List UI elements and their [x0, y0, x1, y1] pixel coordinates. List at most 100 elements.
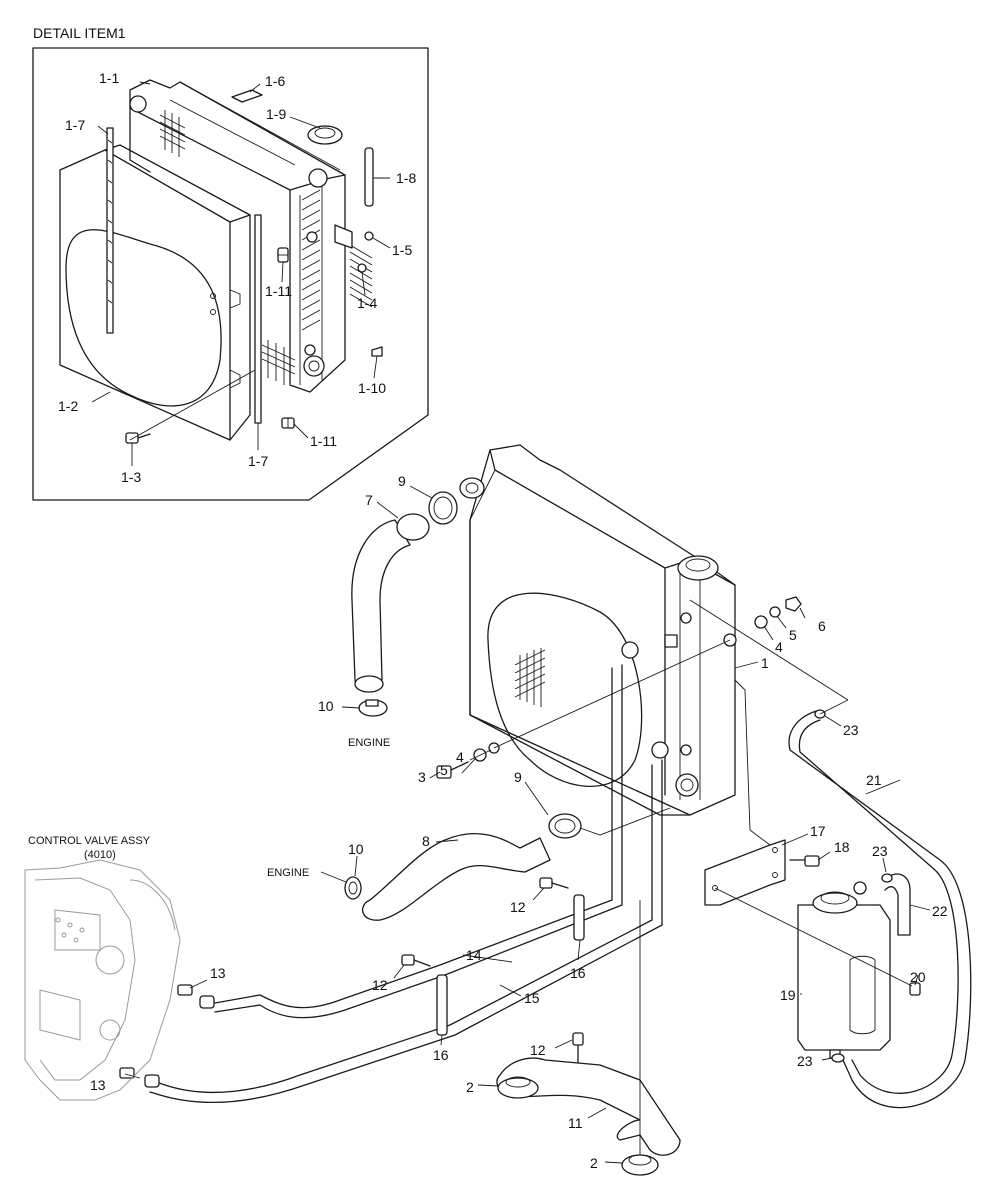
callout-22: 22	[932, 903, 948, 919]
callout-3: 3	[418, 769, 426, 785]
hose-clamp-lower	[548, 813, 582, 839]
washer-5-upper	[769, 606, 781, 618]
detail-leaders	[91, 81, 391, 466]
callout-1: 1	[761, 655, 769, 671]
upper-hose	[351, 519, 411, 689]
control-valve-assembly	[24, 859, 181, 1101]
callout-5-upper: 5	[789, 627, 797, 643]
overflow-hose	[788, 709, 972, 1109]
bolt-18	[789, 855, 820, 867]
upper-hose-end	[396, 513, 430, 541]
radiator-cap	[677, 555, 719, 581]
detail-label-plate	[231, 89, 263, 103]
upper-hose-engine-end	[354, 675, 384, 693]
tank-hose-clip	[881, 873, 893, 883]
hose-clip-lower	[831, 1053, 845, 1063]
callout-1-2: 1-2	[58, 398, 78, 414]
callout-5-lower: 5	[440, 762, 448, 778]
washer-4-upper	[754, 615, 768, 629]
line-clip-right	[573, 894, 585, 941]
callout-12-lower: 12	[530, 1042, 546, 1058]
callout-16-right: 16	[570, 965, 586, 981]
callout-7: 7	[365, 492, 373, 508]
detail-seal-strip-right	[254, 214, 262, 424]
callout-10-upper: 10	[318, 698, 334, 714]
detail-bolt	[125, 432, 151, 444]
engine-clamp-upper	[358, 699, 388, 717]
callout-4-upper: 4	[775, 639, 783, 655]
mounting-plate	[496, 1057, 681, 1156]
callout-1-6: 1-6	[265, 73, 285, 89]
bolt-12-upper	[539, 877, 569, 889]
cooler-fitting-upper	[621, 641, 639, 659]
callout-13-lower: 13	[90, 1077, 106, 1093]
callout-13-upper: 13	[210, 965, 226, 981]
caption-control-valve-code: (4010)	[84, 849, 116, 861]
detail-drain-cock-upper	[277, 247, 289, 263]
cooler-line-14	[214, 667, 613, 1009]
bolt-12-middle	[401, 954, 431, 967]
cooler-fitting-lower	[651, 741, 669, 759]
rubber-mount-upper	[497, 1076, 539, 1099]
callout-1-7-bottom: 1-7	[248, 453, 268, 469]
cooler-line-15	[149, 764, 653, 1094]
detail-radiator-cap	[307, 125, 343, 145]
callout-12-middle: 12	[372, 977, 388, 993]
rubber-mount-lower	[621, 1154, 659, 1176]
nut-6	[785, 596, 802, 612]
callout-1-8: 1-8	[396, 170, 416, 186]
callout-20: 20	[910, 969, 926, 985]
callout-1-3: 1-3	[121, 469, 141, 485]
detail-clamp	[371, 346, 383, 357]
callout-9-upper: 9	[398, 473, 406, 489]
callout-1-7-top: 1-7	[65, 117, 85, 133]
callout-12-upper: 12	[510, 899, 526, 915]
fitting-13-lower	[119, 1067, 160, 1088]
callout-17: 17	[810, 823, 826, 839]
detail-radiator-core	[129, 79, 373, 393]
reserve-tank	[797, 881, 891, 1059]
callout-11: 11	[568, 1115, 583, 1131]
callout-16-left: 16	[433, 1047, 449, 1063]
callout-10-lower: 10	[348, 841, 364, 857]
engine-clamp-lower	[344, 876, 362, 900]
caption-engine-lower: ENGINE	[267, 867, 309, 879]
callout-1-9: 1-9	[266, 106, 286, 122]
callout-1-1: 1-1	[99, 70, 119, 86]
bolt-20	[909, 982, 921, 996]
callout-1-4: 1-4	[357, 295, 377, 311]
detail-title: DETAIL ITEM1	[33, 25, 126, 41]
detail-washer	[357, 263, 367, 273]
detail-plug	[364, 231, 374, 241]
bolt-3	[436, 761, 469, 779]
callout-18: 18	[834, 839, 850, 855]
caption-engine-upper: ENGINE	[348, 737, 390, 749]
radiator-assembly	[459, 444, 737, 816]
callout-8: 8	[422, 833, 430, 849]
detail-fan-shroud	[59, 144, 251, 441]
line-clip-left	[436, 974, 448, 1036]
callout-6: 6	[818, 618, 826, 634]
callout-19: 19	[780, 987, 796, 1003]
callout-1-5: 1-5	[392, 242, 412, 258]
callout-23-lower: 23	[797, 1053, 813, 1069]
callout-14: 14	[466, 947, 482, 963]
callout-1-11-lower: 1-11	[310, 433, 337, 449]
lower-hose	[361, 832, 551, 921]
tank-vent-hose	[884, 873, 911, 936]
caption-control-valve: CONTROL VALVE ASSY	[28, 835, 151, 847]
detail-drain-cock-lower	[281, 417, 295, 429]
callout-1-11-upper: 1-11	[265, 283, 292, 299]
callout-4-lower: 4	[456, 749, 464, 765]
callout-2-lower: 2	[590, 1155, 598, 1171]
detail-item1-panel: DETAIL ITEM1	[32, 25, 429, 501]
callout-23-middle: 23	[872, 843, 888, 859]
callout-21: 21	[866, 772, 882, 788]
hose-clamp-upper	[428, 491, 458, 525]
main-leaders	[124, 485, 931, 1164]
detail-seal-strip-left	[106, 127, 114, 334]
tank-bracket	[704, 839, 786, 906]
callout-2-upper: 2	[466, 1079, 474, 1095]
detail-overflow-hose	[364, 147, 374, 207]
